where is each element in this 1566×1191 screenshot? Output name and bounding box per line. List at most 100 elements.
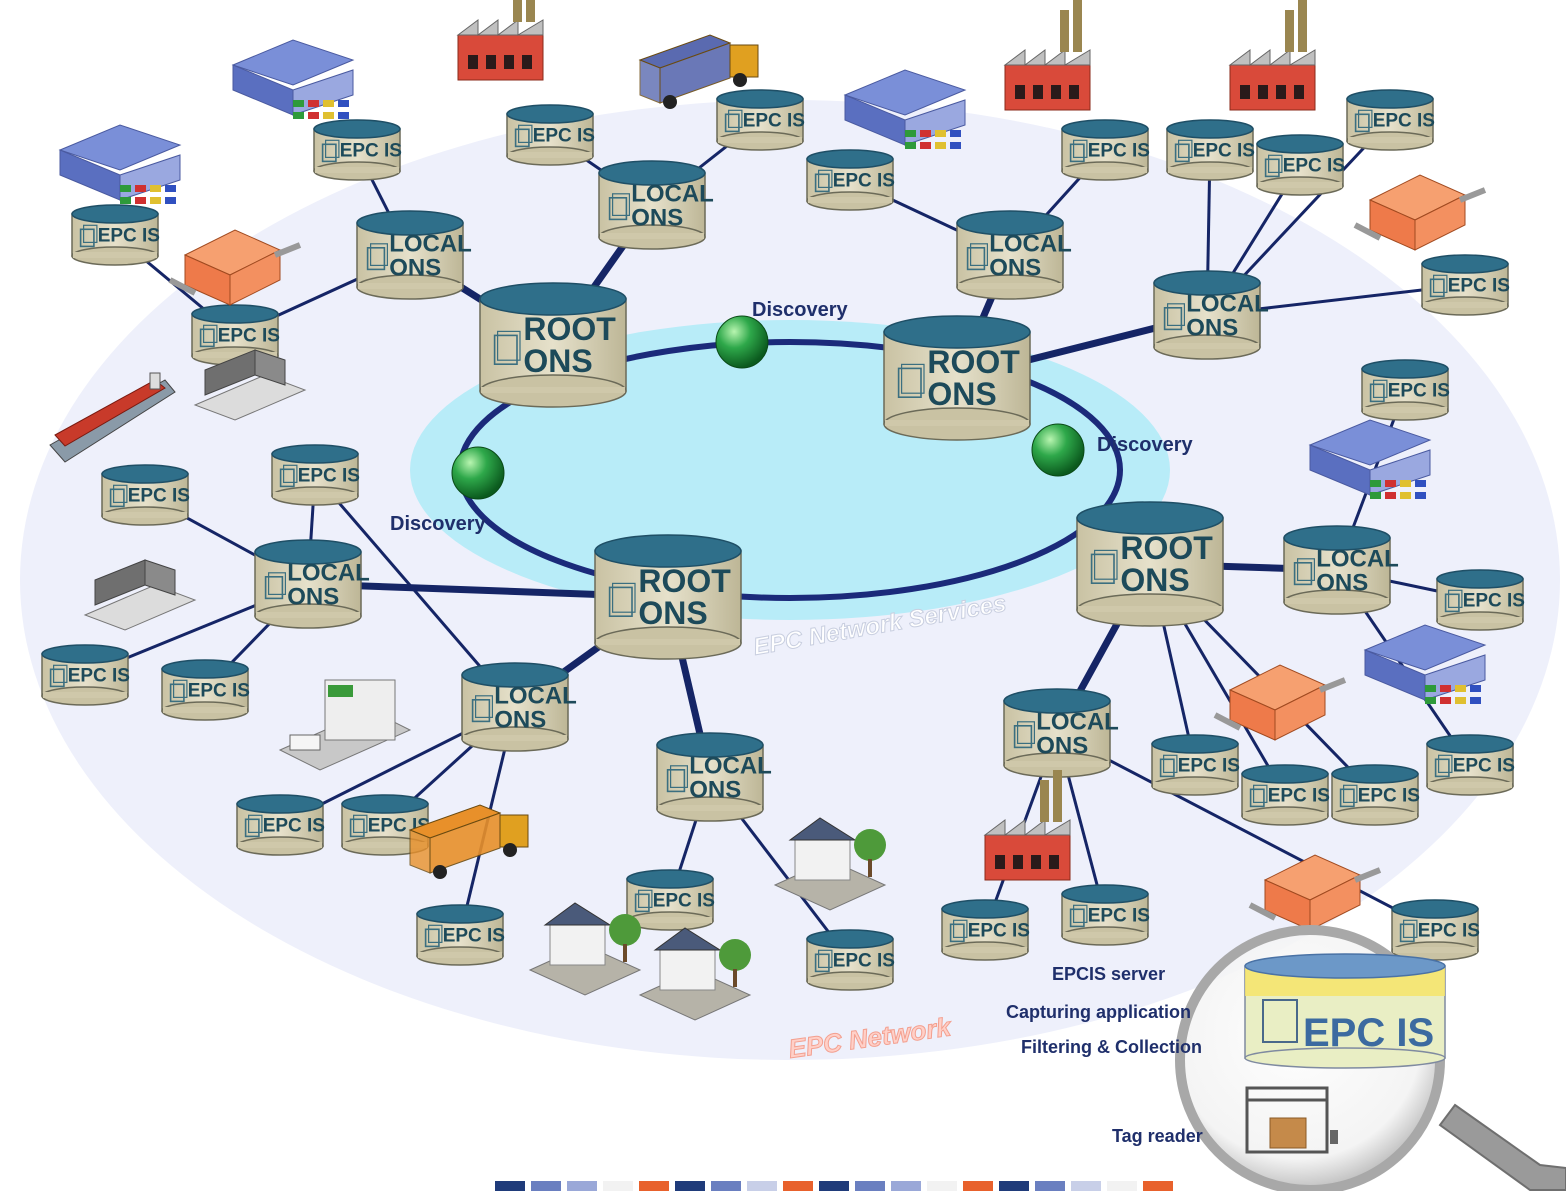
discovery-node xyxy=(451,446,505,500)
local-ons-node-label: LOCAL xyxy=(494,682,577,709)
epcis-node: EPC IS xyxy=(1391,899,1480,961)
epcis-node-label: EPC IS xyxy=(743,111,805,132)
retail-store-icon xyxy=(528,902,642,996)
epcis-node: EPC IS xyxy=(1331,764,1420,826)
factory-icon xyxy=(1003,0,1091,111)
discovery-node xyxy=(715,315,769,369)
root-ons-node-label: ONS xyxy=(523,343,592,379)
local-ons-node-label: ONS xyxy=(1316,569,1368,596)
store-icon xyxy=(843,69,967,149)
decorative-footer-bar xyxy=(495,1181,1173,1191)
magnifier-zoom: EPC IS EPCIS server Capturing applicatio… xyxy=(1006,925,1566,1191)
local-ons-node-label: LOCAL xyxy=(1036,708,1119,735)
local-ons-node-label: ONS xyxy=(389,254,441,281)
zoom-label-tag-reader: Tag reader xyxy=(1112,1126,1203,1146)
distribution-center-icon xyxy=(83,559,197,631)
local-ons-node-label: LOCAL xyxy=(689,752,772,779)
factory-icon xyxy=(456,0,544,81)
epcis-node-label: EPC IS xyxy=(1463,591,1525,612)
epcis-node: EPC IS xyxy=(506,104,595,166)
epcis-node: EPC IS xyxy=(161,659,250,721)
footer-bar-segment xyxy=(639,1181,669,1191)
epcis-node: EPC IS xyxy=(1151,734,1240,796)
local-ons-node-label: ONS xyxy=(1186,314,1238,341)
epcis-node-label: EPC IS xyxy=(1088,141,1150,162)
local-ons-node-label: ONS xyxy=(631,204,683,231)
local-ons-node-label: LOCAL xyxy=(989,230,1072,257)
epcis-node-label: EPC IS xyxy=(298,466,360,487)
footer-bar-segment xyxy=(747,1181,777,1191)
epcis-node: EPC IS xyxy=(1426,734,1515,796)
store-icon xyxy=(1308,419,1432,499)
local-ons-node-label: ONS xyxy=(989,254,1041,281)
local-ons-node-label: LOCAL xyxy=(1316,545,1399,572)
epcis-node-label: EPC IS xyxy=(340,141,402,162)
epcis-node-label: EPC IS xyxy=(443,926,505,947)
root-ons-node-label: ONS xyxy=(638,595,707,631)
tag-reader-icon xyxy=(1245,1086,1338,1154)
discovery-label-top: Discovery xyxy=(752,299,848,321)
local-ons-node-label: LOCAL xyxy=(631,180,714,207)
ship-icon xyxy=(49,372,176,463)
epcis-node-label: EPC IS xyxy=(1373,111,1435,132)
distribution-center-icon xyxy=(193,349,307,421)
epcis-node: EPC IS xyxy=(101,464,190,526)
epcis-node-label: EPC IS xyxy=(1193,141,1255,162)
epcis-node: EPC IS xyxy=(806,929,895,991)
epcis-node: EPC IS xyxy=(1346,89,1435,151)
epcis-node-label: EPC IS xyxy=(218,326,280,347)
network-link xyxy=(1056,731,1436,932)
local-ons-node-label: LOCAL xyxy=(1186,290,1269,317)
root-ons-node-label: ROOT xyxy=(927,344,1020,380)
footer-bar-segment xyxy=(711,1181,741,1191)
root-ons-node-label: ROOT xyxy=(638,563,731,599)
local-ons-node-label: ONS xyxy=(1036,732,1088,759)
epcis-node: EPC IS xyxy=(71,204,160,266)
epcis-node-label: EPC IS xyxy=(188,681,250,702)
footer-bar-segment xyxy=(963,1181,993,1191)
footer-bar-segment xyxy=(855,1181,885,1191)
zoom-label-epcis-server: EPCIS server xyxy=(1052,964,1165,984)
zoom-epcis-cylinder: EPC IS xyxy=(1244,953,1446,1069)
zoom-epcis-label: EPC IS xyxy=(1303,1011,1434,1055)
epcis-node-label: EPC IS xyxy=(1178,756,1240,777)
epcis-node: EPC IS xyxy=(1436,569,1525,631)
epcis-node-label: EPC IS xyxy=(1283,156,1345,177)
epcis-node: EPC IS xyxy=(1166,119,1255,181)
root-ons-node-label: ROOT xyxy=(523,311,616,347)
epcis-node: EPC IS xyxy=(716,89,805,151)
dock-warehouse-icon xyxy=(168,229,302,306)
factory-icon xyxy=(983,770,1071,881)
truck-icon xyxy=(408,804,529,879)
retail-store-icon xyxy=(773,817,887,911)
epcis-node: EPC IS xyxy=(1361,359,1450,421)
store-icon xyxy=(231,39,355,119)
epcis-node-label: EPC IS xyxy=(1448,276,1510,297)
epcis-node: EPC IS xyxy=(236,794,325,856)
root-ons-node-label: ROOT xyxy=(1120,530,1213,566)
footer-bar-segment xyxy=(603,1181,633,1191)
epcis-node: EPC IS xyxy=(1061,884,1150,946)
epcis-node-label: EPC IS xyxy=(1418,921,1480,942)
footer-bar-segment xyxy=(783,1181,813,1191)
footer-bar-segment xyxy=(999,1181,1029,1191)
local-ons-node-label: LOCAL xyxy=(287,559,370,586)
epcis-node-label: EPC IS xyxy=(833,951,895,972)
root-ons-node-label: ONS xyxy=(1120,562,1189,598)
epcis-node-label: EPC IS xyxy=(1088,906,1150,927)
local-ons-node-label: ONS xyxy=(689,776,741,803)
zoom-label-capturing-application: Capturing application xyxy=(1006,1002,1191,1022)
root-ons-node-label: ONS xyxy=(927,376,996,412)
